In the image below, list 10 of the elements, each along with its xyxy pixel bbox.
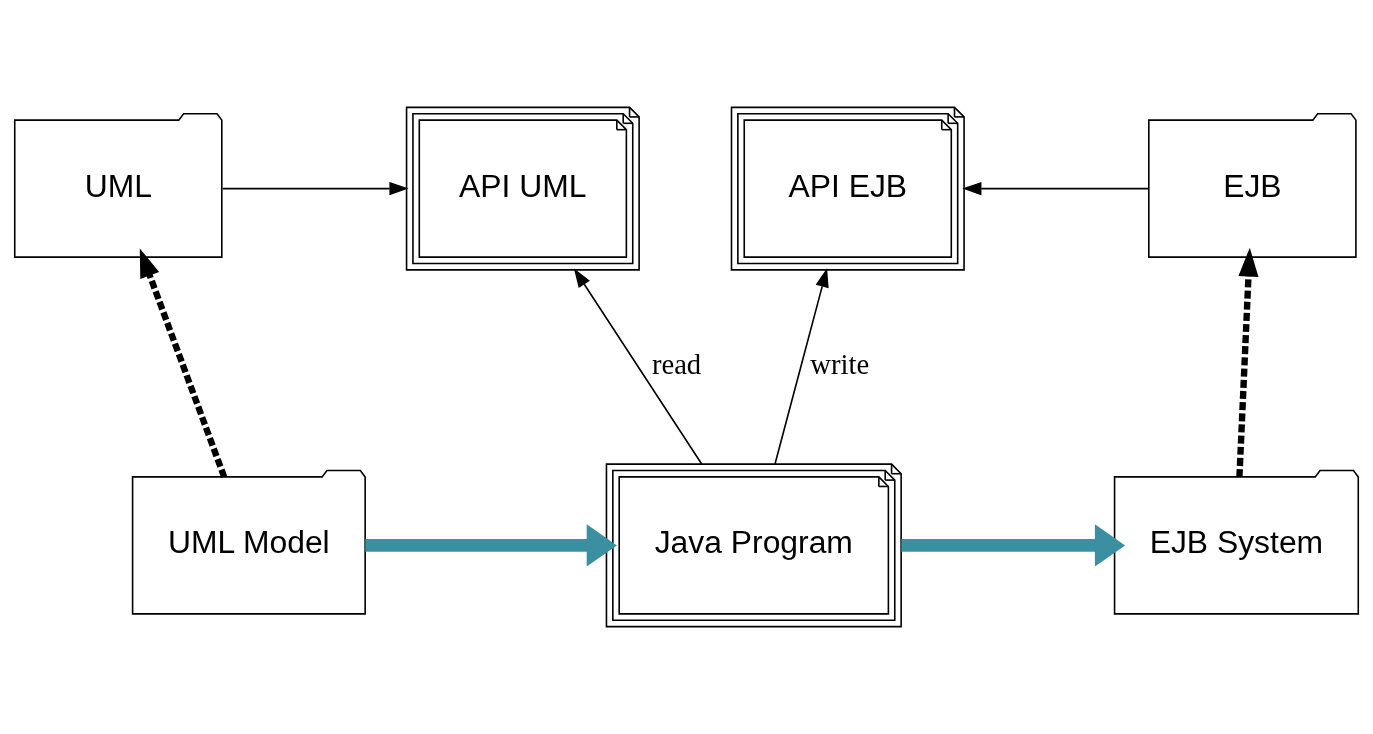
arrow: [139, 248, 228, 478]
arrow: [1236, 247, 1259, 477]
arrow: [365, 524, 617, 567]
edge-label: read: [651, 348, 702, 381]
arrow: [573, 268, 703, 465]
arrow: [774, 268, 829, 465]
arrow: [962, 181, 1150, 196]
arrow: [901, 524, 1126, 567]
arrow: [221, 181, 409, 196]
edge-label: write: [810, 348, 870, 381]
